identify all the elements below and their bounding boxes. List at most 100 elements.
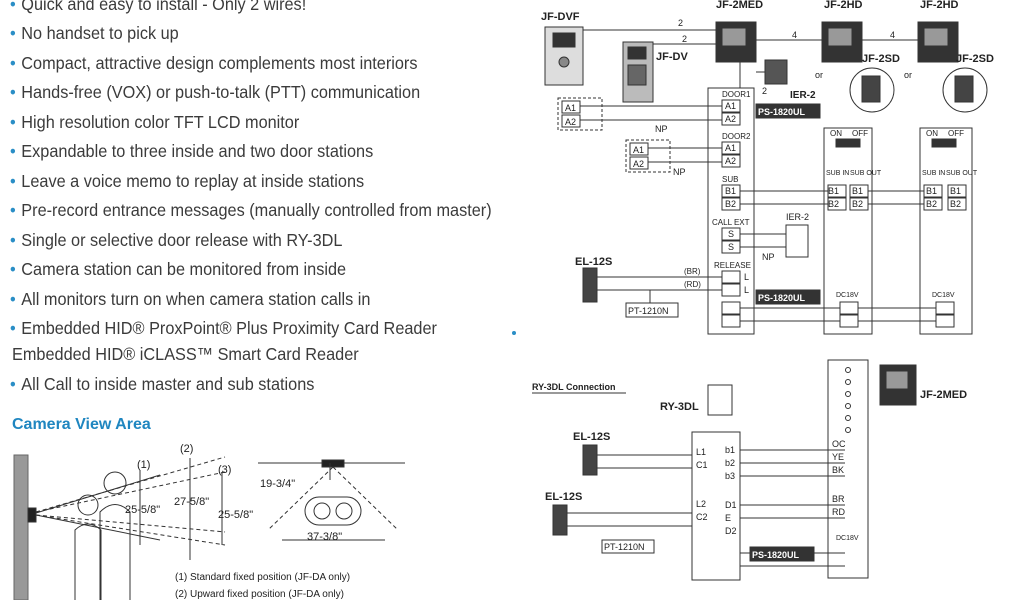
el12s-label-1: EL-12S [573, 431, 610, 443]
feature-item: •Hands-free (VOX) or push-to-talk (PTT) … [10, 82, 421, 102]
door2-label: DOOR2 [722, 132, 751, 141]
jf-2sd-device-icon [942, 67, 988, 113]
ps3-label: PS-1820UL [752, 550, 800, 560]
feature-item: •No handset to pick up [10, 23, 179, 43]
b2-label: B2 [828, 199, 839, 209]
wire-count-label: 2 [682, 34, 687, 44]
b2-label: B2 [725, 199, 736, 209]
oc-label: OC [832, 439, 846, 449]
l2-label: L2 [696, 499, 706, 509]
a2-label: A2 [565, 117, 576, 127]
b3-label: b3 [725, 471, 735, 481]
feature-item: •Pre-record entrance messages (manually … [10, 200, 492, 220]
dim-a-label: 25-5/8" [125, 504, 160, 516]
release-label: RELEASE [714, 261, 751, 270]
el12s-label: EL-12S [575, 256, 612, 268]
np-label: NP [673, 167, 686, 177]
b2-label: B2 [852, 199, 863, 209]
b1-label: b1 [725, 445, 735, 455]
feature-item-all-call: •All Call to inside master and sub stati… [10, 374, 315, 394]
l-label: L [744, 272, 749, 282]
dc18v-label: DC18V [932, 292, 955, 299]
jf-2med-terminal-panel [827, 359, 869, 579]
ps2-label: PS-1820UL [758, 293, 806, 303]
person-head-icon [77, 494, 99, 516]
or-label: or [815, 70, 823, 80]
pos2-label: (2) [180, 443, 193, 455]
jf-2hd-label-1: JF-2HD [824, 0, 863, 11]
ry3dl-diagram [532, 359, 917, 581]
pos1-label: (1) [137, 459, 150, 471]
el12s-device-icon [582, 267, 598, 303]
stray-bullet [512, 331, 516, 335]
a1-label: A1 [725, 101, 736, 111]
b2-label: B2 [950, 199, 961, 209]
jf-2sd-label-2: JF-2SD [956, 53, 994, 65]
l1-label: L1 [696, 447, 706, 457]
note-2: (2) Upward fixed position (JF-DA only) [175, 589, 344, 600]
b1-label: B1 [725, 186, 736, 196]
door1-label: DOOR1 [722, 90, 751, 99]
jf-2sd-label-1: JF-2SD [862, 53, 900, 65]
dim-d-label: 19-3/4" [260, 478, 295, 490]
feature-item: •Camera station can be monitored from in… [10, 259, 347, 279]
el12s-device-icon [552, 504, 568, 536]
off-label: OFF [948, 129, 964, 138]
b1-label: B1 [828, 186, 839, 196]
ps1-label: PS-1820UL [758, 107, 806, 117]
wire-count-label: 2 [762, 86, 767, 96]
np-label: NP [655, 124, 668, 134]
rd-label: (RD) [684, 280, 701, 289]
dim-e-label: 37-3/8" [307, 531, 342, 543]
sub-in-label: SUB IN [826, 170, 849, 177]
jf-dvf-label: JF-DVF [541, 11, 580, 23]
ier2-label: IER-2 [790, 90, 816, 101]
ier2-device-icon [764, 59, 788, 85]
sub-label: SUB [722, 175, 738, 184]
person-head-icon [103, 471, 127, 495]
jf-2med-label-2: JF-2MED [920, 389, 967, 401]
dc18v-label: DC18V [836, 535, 859, 542]
e-label: E [725, 513, 731, 523]
pos3-label: (3) [218, 464, 231, 476]
camera-view-diagram [13, 454, 405, 600]
c1-label: C1 [696, 460, 708, 470]
pt1210n-label-2: PT-1210N [604, 542, 645, 552]
on-label: ON [830, 129, 842, 138]
a2-label: A2 [633, 159, 644, 169]
sub-out-label: SUB OUT [850, 170, 882, 177]
pt1210n-label: PT-1210N [628, 306, 669, 316]
a2-label: A2 [725, 114, 736, 124]
br-label: BR [832, 494, 845, 504]
b1-label: B1 [926, 186, 937, 196]
jf-dv-label: JF-DV [656, 51, 688, 63]
ry3dl-label: RY-3DL [660, 401, 699, 413]
a1-label: A1 [565, 103, 576, 113]
jf-2hd-label-2: JF-2HD [920, 0, 959, 11]
a2-label: A2 [725, 156, 736, 166]
dim-c-label: 25-5/8" [218, 509, 253, 521]
camera-view-title: Camera View Area [12, 416, 151, 433]
rd-label: RD [832, 507, 845, 517]
or-label: or [904, 70, 912, 80]
a1-label: A1 [633, 145, 644, 155]
feature-item-reader: •Embedded HID® ProxPoint® Plus Proximity… [10, 318, 437, 338]
bk-label: BK [832, 465, 844, 475]
jf-2med-label: JF-2MED [716, 0, 763, 11]
feature-item: •Leave a voice memo to replay at inside … [10, 171, 365, 191]
l-label: L [744, 285, 749, 295]
wire-count-label: 4 [890, 30, 895, 40]
ye-label: YE [832, 452, 844, 462]
jf-2sd-device-icon [849, 67, 895, 113]
br-label: (BR) [684, 267, 701, 276]
s-label: S [728, 242, 734, 252]
a1-label: A1 [725, 143, 736, 153]
ry3dl-device-icon [707, 384, 733, 416]
sub-terminal-panel-1 [823, 127, 873, 335]
wire-count-label: 4 [792, 30, 797, 40]
el12s-device-icon [582, 444, 598, 476]
np-label: NP [762, 252, 775, 262]
feature-item-reader-2: Embedded HID® iCLASS™ Smart Card Reader [12, 344, 359, 364]
b1-label: B1 [950, 186, 961, 196]
